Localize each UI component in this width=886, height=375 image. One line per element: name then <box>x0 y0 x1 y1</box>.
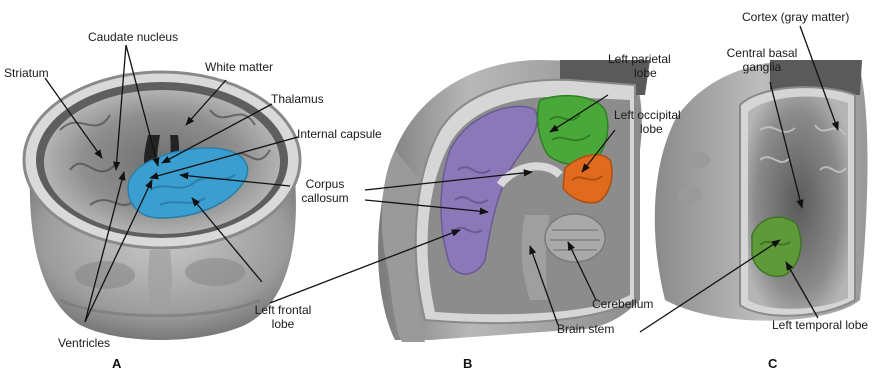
label-left-temporal-lobe: Left temporal lobe <box>772 318 868 332</box>
panel-label-b: B <box>463 356 472 371</box>
label-ventricles: Ventricles <box>58 336 110 350</box>
label-cortex: Cortex (gray matter) <box>742 10 849 24</box>
label-white-matter: White matter <box>205 60 273 74</box>
panel-label-c: C <box>768 356 777 371</box>
panel-label-a: A <box>112 356 121 371</box>
label-cerebellum: Cerebellum <box>592 297 653 311</box>
label-left-frontal-lobe-line1: Left frontal <box>243 303 323 317</box>
label-left-parietal-lobe-line2: lobe <box>608 66 671 80</box>
panel-c-head-model <box>655 60 868 321</box>
label-central-basal-ganglia-line1: Central basal <box>716 46 808 60</box>
label-left-parietal-lobe: Left parietal lobe <box>608 52 671 80</box>
label-brain-stem: Brain stem <box>557 322 614 336</box>
label-internal-capsule: Internal capsule <box>297 127 382 141</box>
label-left-occipital-lobe: Left occipital lobe <box>614 108 681 136</box>
label-caudate-nucleus: Caudate nucleus <box>88 30 178 44</box>
label-left-occipital-lobe-line1: Left occipital <box>614 108 681 122</box>
label-left-frontal-lobe-line2: lobe <box>243 317 323 331</box>
label-corpus-callosum-line1: Corpus <box>290 177 360 191</box>
label-corpus-callosum-line2: callosum <box>290 191 360 205</box>
label-left-frontal-lobe: Left frontal lobe <box>243 303 323 331</box>
label-left-occipital-lobe-line2: lobe <box>614 122 681 136</box>
label-thalamus: Thalamus <box>271 92 324 106</box>
label-striatum: Striatum <box>4 66 49 80</box>
label-central-basal-ganglia-line2: ganglia <box>716 60 808 74</box>
label-left-parietal-lobe-line1: Left parietal <box>608 52 671 66</box>
temporal-lobe-highlight <box>752 217 801 276</box>
label-corpus-callosum: Corpus callosum <box>290 177 360 205</box>
label-central-basal-ganglia: Central basal ganglia <box>716 46 808 74</box>
panel-a-head-model <box>24 72 300 340</box>
